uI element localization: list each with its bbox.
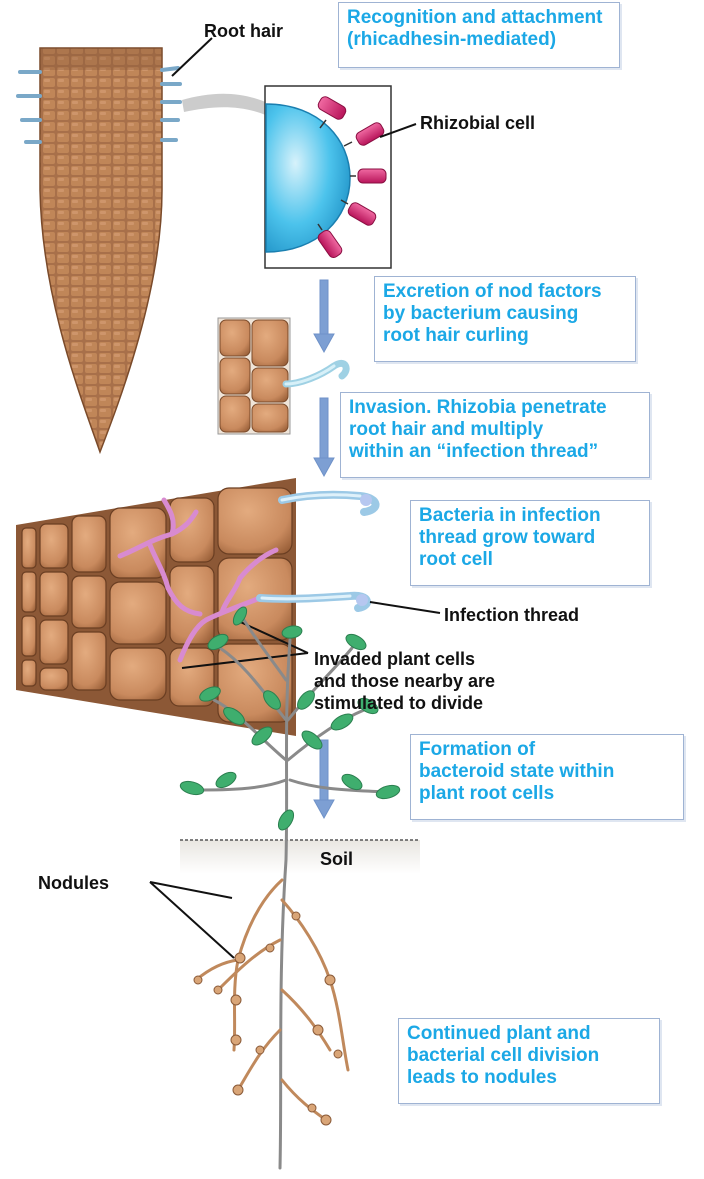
nodules-leader-lines bbox=[150, 882, 234, 958]
step-box-infection-thread-growth: Bacteria in infection thread grow toward… bbox=[410, 500, 650, 586]
infection-thread-leader-line bbox=[370, 602, 440, 613]
rhizobial-cell-label: Rhizobial cell bbox=[420, 112, 535, 134]
invaded-cells-label: Invaded plant cells and those nearby are… bbox=[314, 648, 495, 714]
plant-roots bbox=[196, 880, 348, 1120]
root-hair-leader-line bbox=[172, 38, 212, 76]
step-box-invasion: Invasion. Rhizobia penetrate root hair a… bbox=[340, 392, 650, 478]
step-box-nodules: Continued plant and bacterial cell divis… bbox=[398, 1018, 660, 1104]
nodules-label: Nodules bbox=[38, 872, 109, 894]
zoom-connector bbox=[182, 94, 270, 116]
soil-surface bbox=[180, 840, 420, 874]
step-box-bacteroid: Formation of bacteroid state within plan… bbox=[410, 734, 684, 820]
cortex-panel bbox=[16, 478, 296, 736]
root-tip bbox=[40, 48, 162, 452]
root-hair-label: Root hair bbox=[204, 20, 283, 42]
soil-label: Soil bbox=[320, 848, 353, 870]
step-box-recognition: Recognition and attachment (rhicadhesin-… bbox=[338, 2, 620, 68]
step-box-nod-factors: Excretion of nod factors by bacterium ca… bbox=[374, 276, 636, 362]
root-nodules bbox=[194, 912, 342, 1125]
infection-thread-label: Infection thread bbox=[444, 604, 579, 626]
